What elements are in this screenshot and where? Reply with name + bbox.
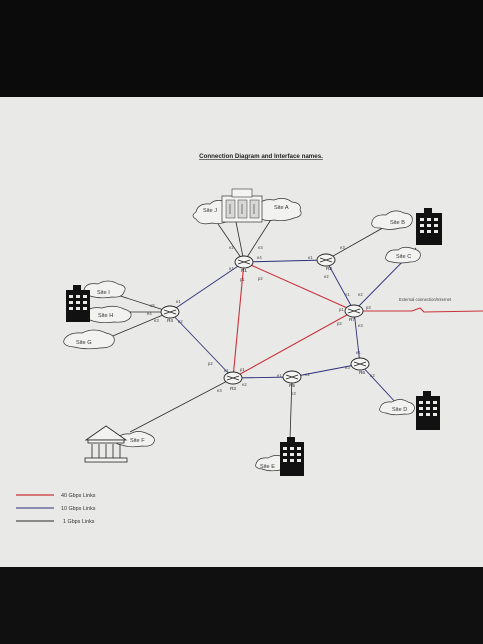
link-r1-r4 (169, 261, 245, 313)
link-r3-sitef (129, 377, 234, 433)
legend: 40 Gbps Links 10 Gbps Links 1 Gbps Links (16, 493, 96, 525)
link-r7-internet (354, 307, 483, 313)
iface-r3-e2: e2 (242, 382, 247, 387)
iface-r2-e1: e1 (308, 255, 313, 260)
iface-r4-e4: e4 (147, 311, 152, 316)
iface-r7-p2: p2 (337, 321, 342, 326)
iface-r6-e1: e1 (356, 350, 361, 355)
router-r6-icon (350, 357, 370, 371)
bank-building-site-f-icon (84, 425, 128, 463)
router-r7-icon (344, 304, 364, 318)
site-d-label: Site D (392, 407, 407, 413)
link-r4-r3 (169, 311, 234, 379)
cloud-site-f (115, 431, 155, 448)
iface-r7-e1: e1 (345, 292, 350, 297)
cloud-site-b (371, 210, 413, 230)
link-r1-r2 (243, 259, 327, 263)
iface-r3-e3: e3 (217, 388, 222, 393)
paper-sheet (0, 97, 483, 567)
routers (160, 253, 370, 385)
router-r5-label: R5 (289, 383, 295, 388)
cloud-site-d (379, 399, 415, 416)
link-r6-r7 (353, 310, 361, 365)
iface-r2-e2: e2 (324, 274, 329, 279)
iface-r1-p2: p2 (258, 276, 263, 281)
iface-r4-e2: e2 (178, 319, 183, 324)
iface-r4-e5: e5 (150, 303, 155, 308)
iface-r3-p1: p1 (240, 367, 245, 372)
iface-r7-e2: e2 (358, 292, 363, 297)
site-e-label: Site E (260, 464, 275, 470)
iface-r5-e3: e3 (291, 391, 296, 396)
iface-r1-e4: e4 (257, 255, 262, 260)
iface-r1-p1: p1 (240, 277, 245, 282)
router-r6-label: R6 (359, 370, 365, 375)
iface-r6-e2: e2 (370, 373, 375, 378)
router-r3-icon (223, 371, 243, 385)
building-site-e-icon (280, 437, 304, 476)
iface-r1-e2: e2 (229, 245, 234, 250)
link-r1-r7 (243, 261, 355, 312)
router-r4-icon (160, 305, 180, 319)
diagram-title: Connection Diagram and Interface names. (199, 153, 323, 160)
link-r3-r5 (232, 376, 293, 379)
link-r5-r6 (291, 363, 361, 378)
legend-40g-label: 40 Gbps Links (61, 493, 96, 499)
router-r5-icon (282, 370, 302, 384)
site-h-label: Site H (98, 313, 113, 319)
cloud-site-c (385, 246, 421, 264)
site-j-label: Site J (203, 208, 217, 214)
site-i-label: Site I (97, 290, 110, 296)
link-r5-sitee (289, 376, 293, 441)
building-site-d-icon (416, 391, 440, 430)
link-r4-siteg (107, 311, 171, 339)
iface-r5-e2: e2 (305, 372, 310, 377)
site-f-label: Site F (130, 438, 145, 444)
link-r1-sitej (213, 217, 245, 263)
interface-labels: e2 e3 e4 e1 p1 p2 e1 e3 e2 e1 e2 p1 p3 p… (147, 245, 375, 396)
iface-r4-e1: e1 (176, 299, 181, 304)
router-r2-icon (316, 253, 336, 267)
iface-r5-e1: e1 (277, 373, 282, 378)
iface-r1-e3: e3 (258, 245, 263, 250)
link-r2-siteb (325, 224, 389, 261)
iface-r7-p1: p1 (339, 307, 344, 312)
router-r1-label: R1 (241, 268, 247, 273)
iface-r6-e3: e3 (345, 365, 350, 370)
site-g-label: Site G (76, 340, 92, 346)
router-r4-label: R4 (167, 318, 173, 323)
iface-r7-e3: e3 (358, 323, 363, 328)
site-a-label: Site A (274, 205, 289, 211)
site-b-label: Site B (390, 220, 405, 226)
links-40g (232, 261, 483, 379)
iface-r2-e3: e3 (340, 245, 345, 250)
external-connection-label: External connection/Internet (399, 297, 452, 302)
link-r1-sitea (243, 217, 273, 263)
iface-r1-e1: e1 (229, 266, 234, 271)
router-r7-label: R7 (349, 317, 355, 322)
cloud-site-g (63, 329, 115, 350)
router-r2-label: R2 (326, 266, 332, 271)
building-site-b-icon (416, 208, 442, 245)
iface-r7-p3: p3 (366, 305, 371, 310)
links-1g (107, 217, 389, 441)
dark-background (0, 567, 483, 644)
link-r6-sited (359, 363, 399, 406)
link-r3-r7 (232, 310, 355, 379)
legend-10g-label: 10 Gbps Links (61, 506, 96, 512)
link-r2-r7 (325, 259, 355, 312)
site-c-label: Site C (396, 254, 411, 260)
iface-r4-e3: e3 (154, 318, 159, 323)
iface-r3-p2: p2 (208, 361, 213, 366)
router-r1-icon (234, 255, 254, 269)
legend-1g-label: 1 Gbps Links (63, 519, 95, 525)
link-r1-server (235, 221, 245, 263)
clouds (63, 198, 421, 472)
router-r3-label: R3 (230, 386, 236, 391)
server-rack-icon (221, 188, 263, 223)
building-site-i-icon (66, 285, 90, 322)
iface-r3-e1: e1 (224, 368, 229, 373)
link-r1-r3 (232, 261, 245, 379)
